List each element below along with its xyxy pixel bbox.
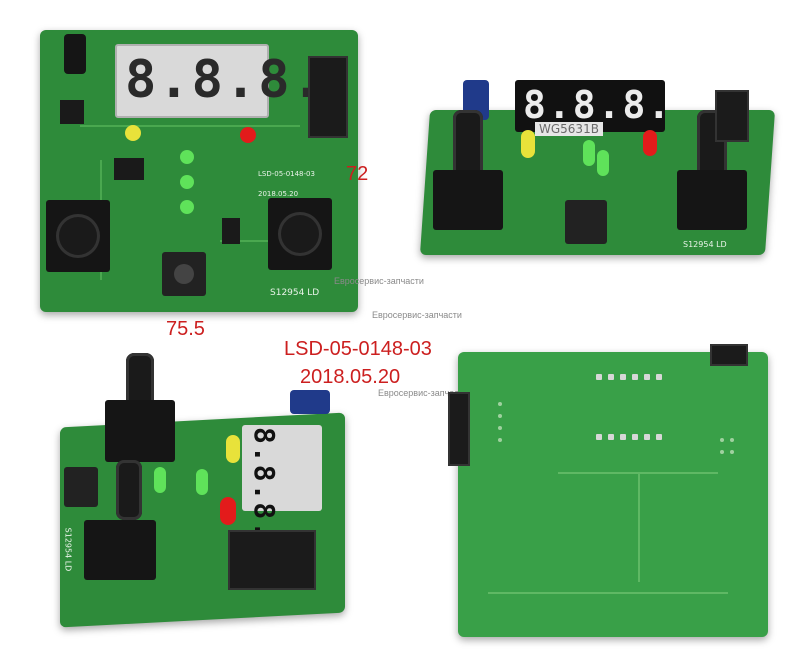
model-code-label: LSD-05-0148-03 — [284, 338, 432, 360]
watermark-text: Евросервис-запчасти — [372, 310, 462, 320]
rear-connector — [448, 392, 470, 466]
potentiometer-right — [677, 170, 747, 230]
solder-pad — [656, 434, 662, 440]
potentiometer-bottom — [84, 520, 156, 580]
led-green — [180, 150, 194, 164]
display-marking: WG5631B — [535, 122, 603, 136]
potentiometer-right — [268, 198, 332, 270]
solder-pad — [596, 434, 602, 440]
potentiometer-top — [105, 400, 175, 462]
pcb-board-back — [448, 344, 768, 637]
solder-pad — [620, 374, 626, 380]
led-green — [597, 150, 609, 176]
photo-board-front: 8.8.8. LSD-05-0148-03 2018.05.20 S12954 … — [40, 30, 360, 315]
seven-segment-display: 8.8.8. — [242, 425, 322, 540]
electrolytic-capacitor — [64, 34, 86, 74]
pcb-trace — [80, 125, 300, 127]
led-yellow — [125, 125, 141, 141]
led-red — [220, 497, 236, 525]
silkscreen-board-id: S12954 LD — [63, 527, 73, 572]
segment-digits: 8.8.8. — [523, 83, 673, 127]
pcb-trace — [638, 472, 640, 582]
potentiometer-left — [433, 170, 503, 230]
led-yellow — [521, 130, 535, 158]
potentiometer-left — [46, 200, 110, 272]
pin-header-connector — [715, 90, 749, 142]
potentiometer-knob-icon — [56, 214, 100, 258]
via-hole — [498, 414, 502, 418]
silkscreen-model: LSD-05-0148-03 — [258, 170, 315, 178]
seven-segment-display: 8.8.8. — [115, 44, 323, 118]
pin-header-connector — [308, 56, 348, 138]
watermark-text: Евросервис-запчасти — [378, 388, 468, 398]
solder-pad — [644, 374, 650, 380]
silkscreen-board-id: S12954 LD — [270, 288, 320, 298]
via-hole — [498, 426, 502, 430]
watermark-text: Евросервис-запчасти — [334, 276, 424, 286]
led-green — [154, 467, 166, 493]
ic-chip — [222, 218, 240, 244]
led-green — [583, 140, 595, 166]
potentiometer-knob-icon — [278, 212, 322, 256]
led-green — [180, 175, 194, 189]
via-hole — [730, 438, 734, 442]
solder-pad — [596, 374, 602, 380]
pcb-trace — [488, 592, 728, 594]
via-hole — [498, 402, 502, 406]
photo-board-angled: 8.8.8. WG5631B S12954 LD — [419, 70, 776, 265]
solder-pad — [620, 434, 626, 440]
width-annotation: 72 — [346, 163, 369, 185]
tactile-button — [64, 467, 98, 507]
segment-digits: 8.8.8. — [248, 427, 281, 541]
solder-pad — [632, 374, 638, 380]
model-date-label: 2018.05.20 — [300, 366, 401, 388]
segment-digits: 8.8.8. — [125, 50, 325, 110]
solder-pad — [644, 434, 650, 440]
potentiometer-knob-icon — [453, 110, 483, 180]
silkscreen-board-id: S12954 LD — [683, 240, 727, 249]
via-hole — [498, 438, 502, 442]
solder-pad — [608, 434, 614, 440]
led-yellow — [226, 435, 240, 463]
led-green — [196, 469, 208, 495]
via-hole — [720, 450, 724, 454]
pcb-board: 8.8.8. LSD-05-0148-03 2018.05.20 S12954 … — [40, 30, 358, 312]
via-hole — [720, 438, 724, 442]
height-annotation: 75.5 — [166, 318, 205, 340]
pin-header-connector — [228, 530, 316, 590]
tactile-button — [565, 200, 607, 244]
voltage-regulator — [60, 100, 84, 124]
rear-connector — [710, 344, 748, 366]
potentiometer-knob-icon — [116, 460, 142, 520]
tactile-button — [162, 252, 206, 296]
led-green — [180, 200, 194, 214]
led-red — [240, 127, 256, 143]
electrolytic-capacitor — [290, 390, 330, 414]
solder-pad — [608, 374, 614, 380]
silkscreen-date: 2018.05.20 — [258, 190, 299, 198]
solder-pad — [632, 434, 638, 440]
button-cap-icon — [174, 264, 194, 284]
solder-pad — [656, 374, 662, 380]
ic-chip — [114, 158, 144, 180]
led-red — [643, 130, 657, 156]
photo-board-back — [448, 344, 776, 642]
via-hole — [730, 450, 734, 454]
photo-board-rotated: 8.8.8. S12954 LD — [50, 345, 350, 628]
